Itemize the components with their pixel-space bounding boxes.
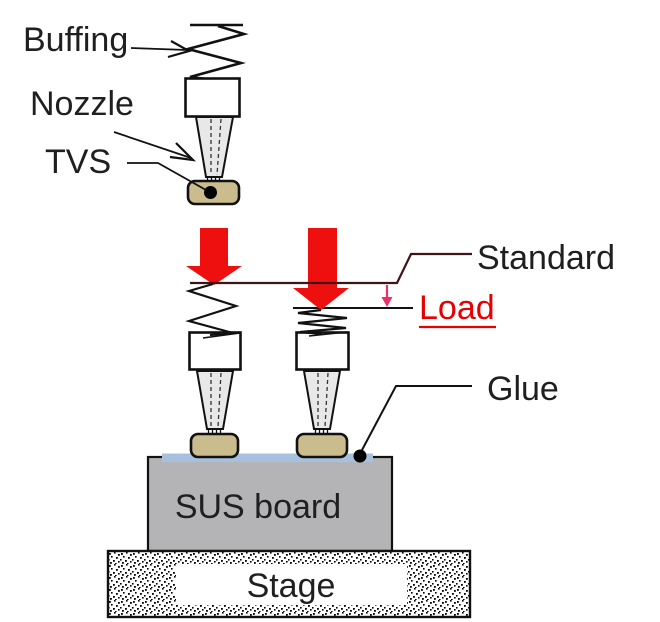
stage-label: Stage [247,567,336,605]
glue-dot [353,449,367,463]
glue-leader-line [361,385,472,451]
right-spring [297,308,348,336]
nozzle-leader-line [113,131,192,159]
standard-level-line [190,252,472,285]
nozzle-label: Nozzle [30,85,134,123]
top-nozzle-body [184,77,241,118]
tvs-label: TVS [45,143,111,181]
right-nozzle-neck-ticks [314,429,329,434]
buffing-arrowhead-icon [167,40,192,59]
top-nozzle-tip [194,116,235,178]
right-tvs-chip [295,432,349,459]
right-nozzle-body [295,331,350,371]
right-nozzle-tip [302,370,342,430]
lower-assembly [185,282,350,434]
right-spring-wire [308,331,348,337]
left-spring-wire [202,332,241,339]
buffing-leader-line [130,47,188,51]
left-nozzle-tip [195,370,235,430]
load-measure-arrow-icon [381,285,393,307]
left-spring [185,282,240,337]
top-nozzle-tip-dashes [210,118,222,176]
standard-label: Standard [477,239,615,277]
tvs-leader-line [127,162,207,191]
left-nozzle-neck-ticks [207,429,222,434]
glue-strip [162,453,373,462]
left-nozzle-tip-dashes [210,372,222,428]
left-tvs-chip [189,432,240,459]
buffing-label: Buffing [23,21,128,59]
top-tvs-dot [204,186,217,199]
glue-label: Glue [487,370,559,408]
load-label: Load [419,289,495,327]
top-nozzle-neck-ticks [206,177,221,182]
sus-board-label: SUS board [175,488,341,526]
force-arrow-right [293,228,349,310]
top-spring [182,23,249,82]
nozzle-arrowhead-icon [169,142,197,162]
right-nozzle-tip-dashes [317,372,329,428]
stage-label-box [176,564,407,605]
left-nozzle-body [188,331,242,371]
top-assembly [113,23,249,206]
force-arrow-left [186,228,242,285]
